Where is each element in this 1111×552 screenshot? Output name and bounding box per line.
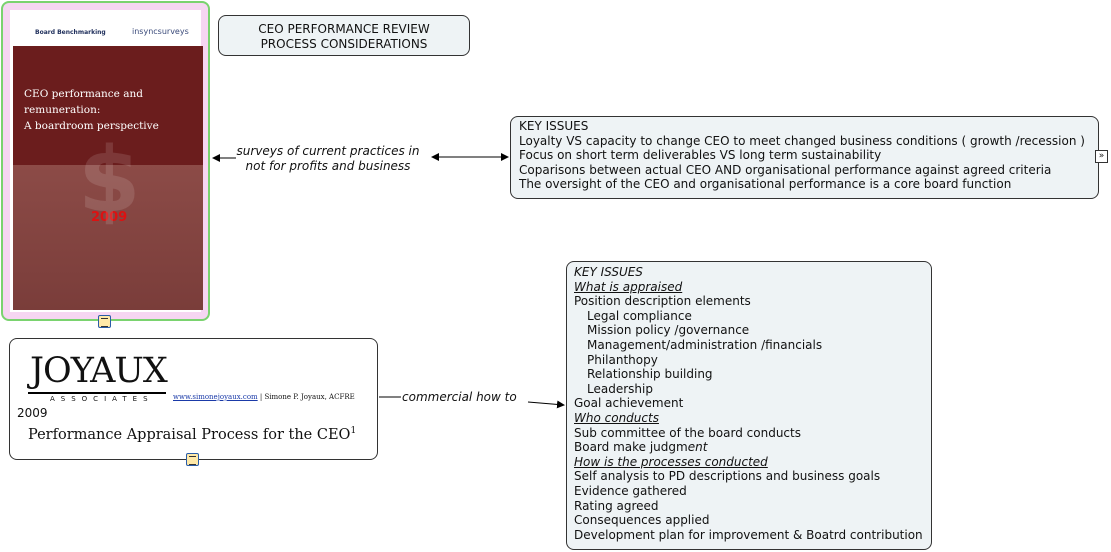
expand-chevron-icon[interactable]: » — [1095, 150, 1108, 163]
book-cover-image[interactable]: Board Benchmarking insyncsurveys CEO per… — [1, 1, 210, 321]
key2-goal: Goal achievement — [574, 396, 684, 411]
joyaux-logo-sub: ASSOCIATES — [50, 395, 154, 403]
key2-pd-item: Philanthopy — [587, 352, 658, 367]
key2-step: Evidence gathered — [574, 483, 687, 498]
key2-step: Self analysis to PD descriptions and bus… — [574, 469, 881, 484]
surveys-label: surveys of current practices in not for … — [236, 144, 420, 173]
dollar-gear-graphic: $ — [78, 128, 141, 233]
key-issues-node-1[interactable]: KEY ISSUES Loyalty VS capacity to change… — [510, 116, 1099, 199]
joyaux-title: Performance Appraisal Process for the CE… — [28, 426, 356, 443]
key-issues-node-2[interactable]: KEY ISSUES What is appraised Position de… — [566, 261, 932, 550]
key1-line: Coparisons between actual CEO AND organi… — [519, 162, 1052, 177]
key2-what: What is appraised — [574, 279, 683, 294]
key2-step: Development plan for improvement & Boatr… — [574, 527, 923, 542]
key2-pd-item: Legal compliance — [587, 308, 692, 323]
key2-pd-item: Leadership — [587, 381, 653, 396]
key2-pd: Position description elements — [574, 294, 751, 309]
key2-who: Who conducts — [574, 410, 659, 425]
commercial-label: commercial how to — [402, 390, 517, 404]
key2-sub: Sub committee of the board conducts — [574, 425, 801, 440]
note-icon[interactable] — [186, 453, 199, 466]
cover-title-2: remuneration: — [24, 104, 101, 116]
key2-pd-item: Relationship building — [587, 367, 713, 382]
logo-board-benchmarking: Board Benchmarking — [35, 29, 106, 36]
key1-line: Focus on short term deliverables VS long… — [519, 148, 882, 163]
joyaux-image-node[interactable]: JOYAUX ASSOCIATES www.simonejoyaux.com |… — [9, 338, 378, 460]
key2-pd-item: Mission policy /governance — [587, 323, 750, 338]
cover-year: 2009 — [91, 210, 128, 225]
cover-title-3: A boardroom perspective — [24, 120, 159, 132]
joyaux-link[interactable]: www.simonejoyaux.com — [173, 393, 258, 401]
joyaux-logo: JOYAUX — [30, 351, 168, 391]
cover-band: CEO performance and remuneration: A boar… — [13, 46, 203, 310]
cover-title-1: CEO performance and — [24, 88, 143, 100]
root-topic[interactable]: CEO PERFORMANCE REVIEW PROCESS CONSIDERA… — [218, 15, 470, 56]
joyaux-title-text: Performance Appraisal Process for the CE… — [28, 426, 351, 443]
arrow-to-key2 — [527, 400, 565, 409]
joyaux-year: 2009 — [17, 406, 48, 420]
key2-heading: KEY ISSUES — [574, 265, 643, 279]
key2-step: Consequences applied — [574, 513, 710, 528]
footnote-mark: 1 — [350, 426, 357, 436]
key1-line: Loyalty VS capacity to change CEO to mee… — [519, 133, 1085, 148]
key2-board: Board make judgment — [574, 440, 924, 455]
key1-heading: KEY ISSUES — [519, 119, 589, 133]
key2-pd-item: Management/administration /financials — [587, 337, 823, 352]
key2-how: How is the processes conducted — [574, 454, 768, 469]
key2-step: Rating agreed — [574, 498, 659, 513]
note-icon[interactable] — [98, 315, 111, 328]
key2-board-a: Board make judgm — [574, 440, 688, 455]
key2-board-b: ent — [687, 440, 708, 455]
key1-line: The oversight of the CEO and organisatio… — [519, 177, 1012, 192]
root-title: CEO PERFORMANCE REVIEW PROCESS CONSIDERA… — [258, 22, 430, 51]
logo-insync: insyncsurveys — [132, 27, 189, 36]
joyaux-author: | Simone P. Joyaux, ACFRE — [259, 393, 355, 401]
